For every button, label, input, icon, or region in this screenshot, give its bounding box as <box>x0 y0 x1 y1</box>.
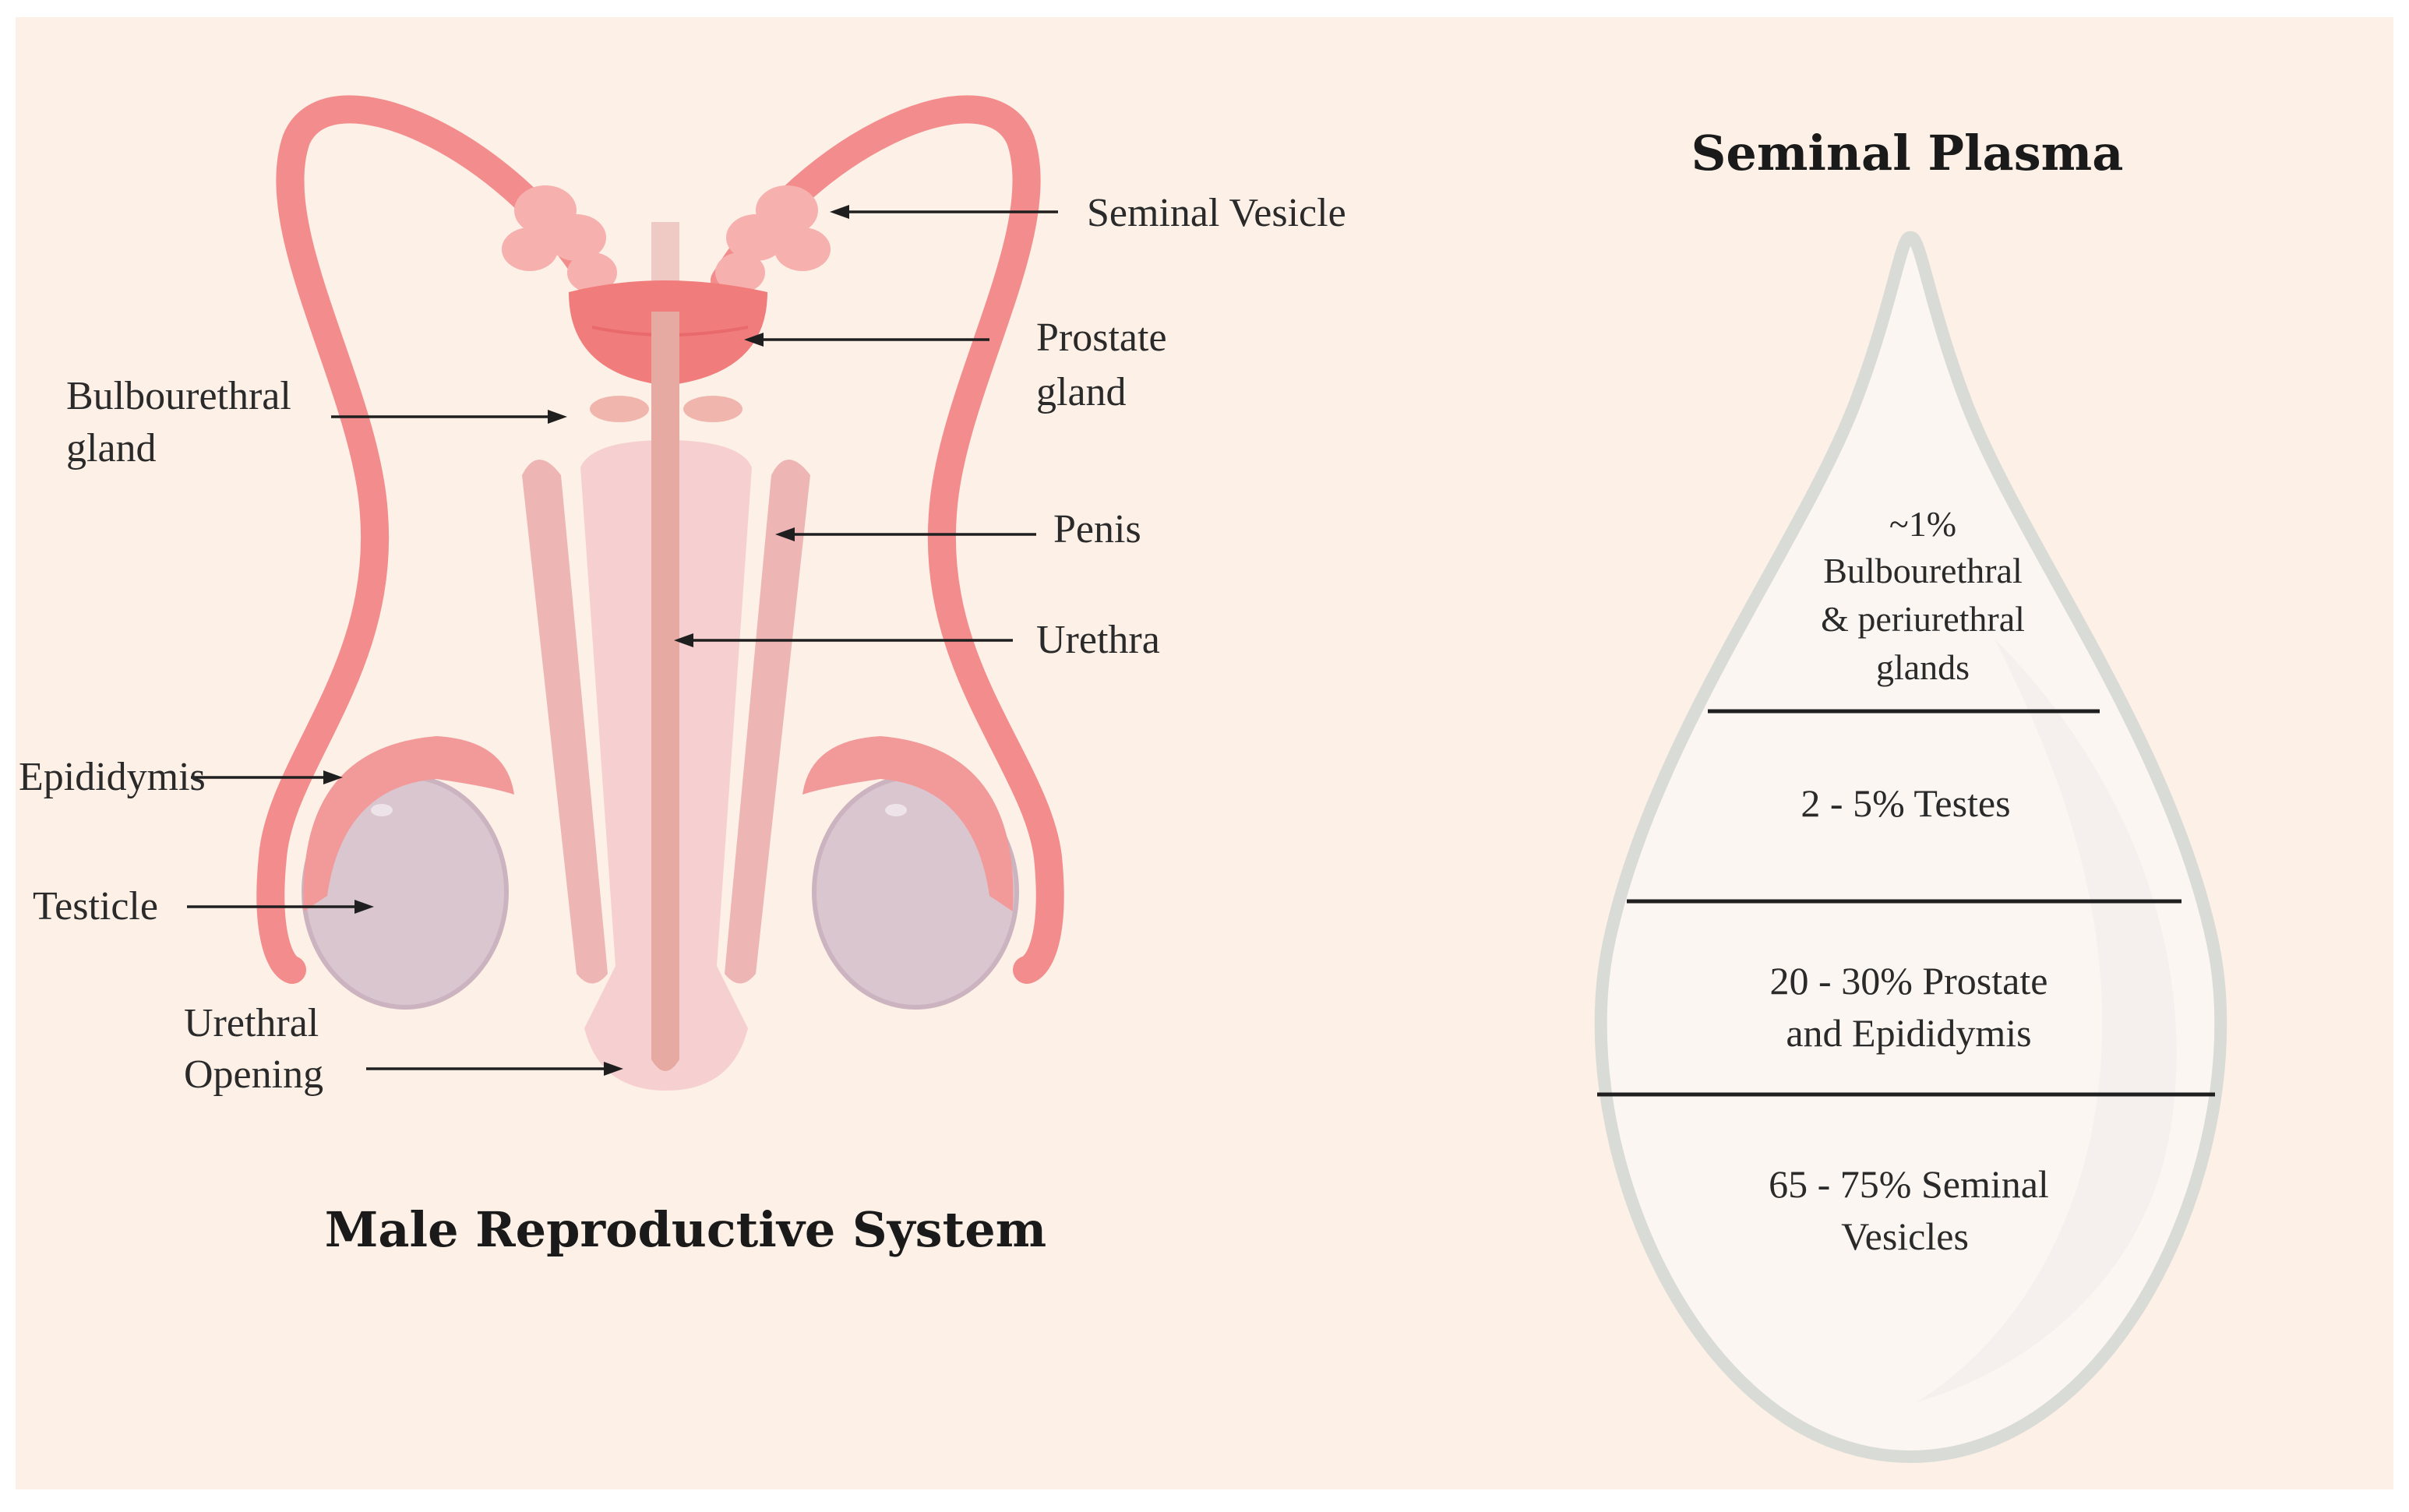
drop-outline <box>1594 231 2227 1464</box>
segment-1-line-4: glands <box>1876 647 1970 687</box>
drop-highlight <box>1917 639 2177 1402</box>
segment-1-line-1: ~1% <box>1889 504 1956 544</box>
plasma-title: Seminal Plasma <box>1691 125 2124 182</box>
segment-4-line-1: 65 - 75% Seminal <box>1769 1162 2049 1206</box>
label-testicle: Testicle <box>33 884 158 929</box>
vas-deferens-right <box>711 95 1064 984</box>
label-bulbourethral-line2: gland <box>66 426 157 471</box>
epididymis-right <box>802 736 1014 911</box>
anatomy-title: Male Reproductive System <box>325 1201 1047 1258</box>
vas-deferens-left <box>256 95 606 984</box>
arrowhead-bulbourethral <box>548 410 567 424</box>
arrowhead-penis <box>775 527 795 541</box>
label-bulbourethral-line1: Bulbourethral <box>66 374 291 418</box>
label-penis: Penis <box>1053 507 1141 552</box>
arrowhead-prostate <box>744 333 764 347</box>
label-prostate-line1: Prostate <box>1036 315 1167 360</box>
label-urethral-opening-line2: Opening <box>184 1052 323 1097</box>
arrowhead-urethra <box>674 633 693 647</box>
label-urethral-opening-line1: Urethral <box>184 1001 319 1045</box>
seminal-vesicle-left <box>502 185 617 293</box>
epididymis-left <box>303 736 514 911</box>
corpus-cavernosum-left <box>522 460 608 984</box>
segment-3-line-2: and Epididymis <box>1786 1011 2031 1055</box>
arrowhead-testicle <box>354 900 374 914</box>
urethra <box>651 312 679 1071</box>
segment-seminal-vesicles: 65 - 75% Seminal Vesicles <box>1769 1162 2049 1258</box>
label-epididymis: Epididymis <box>19 755 206 799</box>
label-seminal-vesicle: Seminal Vesicle <box>1087 191 1346 235</box>
seminal-plasma-drop: Seminal Plasma ~1% Bulbourethral & periu… <box>1594 125 2227 1464</box>
label-urethra: Urethra <box>1036 618 1160 662</box>
label-prostate-line2: gland <box>1036 370 1127 414</box>
testicle-highlight-right <box>885 804 907 816</box>
seminal-vesicle-right <box>715 185 831 293</box>
segment-1-line-3: & periurethral <box>1821 599 2025 639</box>
segment-1-line-2: Bulbourethral <box>1823 551 2023 590</box>
segment-testes: 2 - 5% Testes <box>1801 781 2010 825</box>
segment-prostate: 20 - 30% Prostate and Epididymis <box>1770 959 2048 1055</box>
anatomy-illustration: Seminal Vesicle Prostate gland Bulbouret… <box>19 95 1346 1258</box>
arrowhead-epididymis <box>323 770 343 784</box>
segment-3-line-1: 20 - 30% Prostate <box>1770 959 2048 1003</box>
segment-2-line-1: 2 - 5% Testes <box>1801 781 2010 825</box>
bulbourethral-gland-right <box>683 396 742 422</box>
segment-4-line-2: Vesicles <box>1841 1214 1969 1258</box>
testicle-highlight-left <box>371 804 393 816</box>
arrowhead-seminal-vesicle <box>830 205 849 219</box>
bulbourethral-gland-left <box>590 396 649 422</box>
segment-bulbourethral: ~1% Bulbourethral & periurethral glands <box>1821 504 2025 687</box>
arrowhead-urethral-opening <box>604 1062 623 1076</box>
corpus-cavernosum-right <box>725 460 810 984</box>
label-arrows <box>187 205 1058 1076</box>
